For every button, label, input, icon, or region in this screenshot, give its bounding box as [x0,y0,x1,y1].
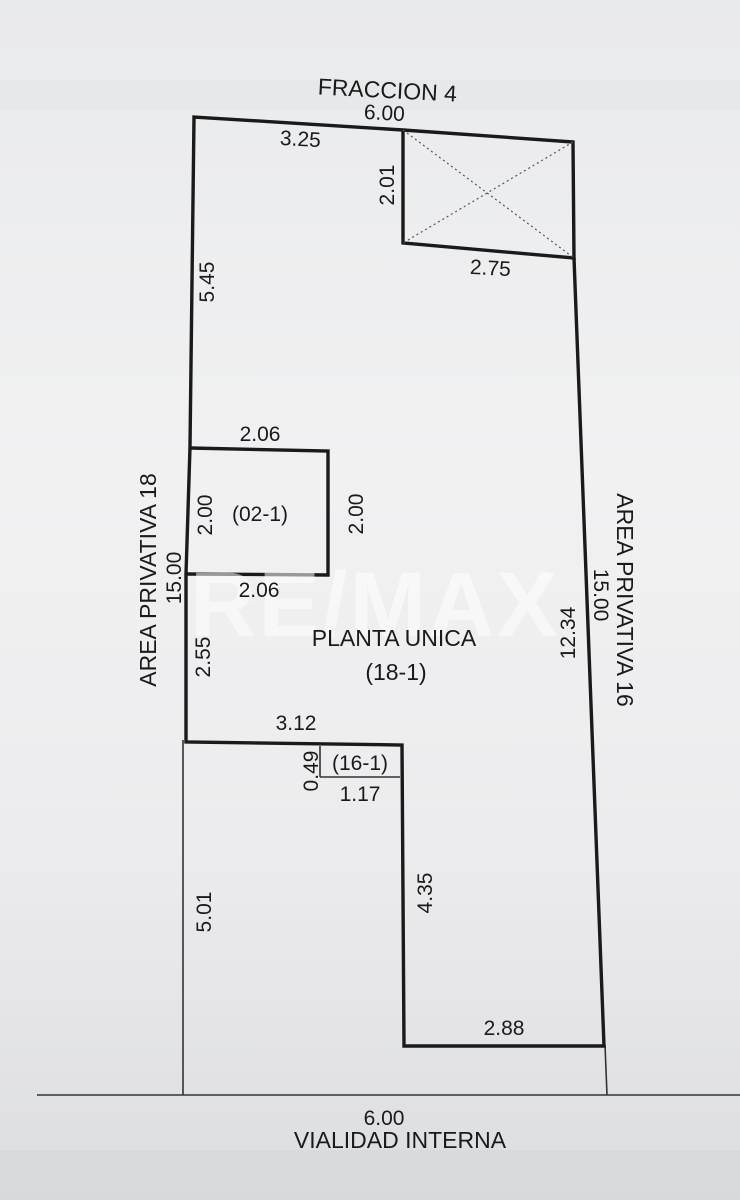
dim-bottom-h: 2.88 [484,1017,525,1040]
main-unit-name: PLANTA UNICA [312,625,477,651]
dim-lower-v: 4.35 [414,873,437,914]
title-bottom: VIALIDAD INTERNA [294,1127,507,1153]
side-left-label: AREA PRIVATIVA 18 [135,473,161,686]
dim-unit16-v: 0.49 [300,751,323,792]
dim-unit02-top: 2.06 [240,423,281,446]
watermark-registered: ® [537,567,549,583]
dim-top-notch-h: 2.75 [469,256,511,281]
dim-mid-h: 3.12 [276,712,317,735]
dim-right-inner: 12.34 [557,606,580,659]
dim-left-mid: 2.55 [192,637,215,678]
dim-left-upper: 5.45 [196,262,219,303]
dim-unit16-h: 1.17 [340,783,381,806]
side-right-label: AREA PRIVATIVA 16 [612,493,638,706]
dim-left-lower: 5.01 [193,892,216,933]
right-boundary-lower [604,1044,608,1096]
watermark: RE/MAX [190,554,560,656]
main-unit-code: (18-1) [365,659,426,685]
courtyard-diagonal-2 [402,141,574,244]
dim-unit02-right: 2.00 [345,494,368,535]
dim-unit02-left: 2.00 [194,495,217,536]
dim-top-notch-v: 2.01 [376,165,399,206]
unit-16-1-label: (16-1) [332,752,388,775]
unit-02-1-label: (02-1) [232,503,288,526]
courtyard-diagonal-1 [402,129,575,259]
dim-unit02-bottom: 2.06 [239,579,280,602]
dim-top-left: 3.25 [279,127,321,152]
unit-02-1-outline [185,446,330,577]
dim-bottom: 6.00 [364,1107,405,1130]
dim-right-total: 15.00 [589,569,612,622]
dim-top: 6.00 [363,101,405,126]
dim-left-total: 15.00 [163,552,186,605]
